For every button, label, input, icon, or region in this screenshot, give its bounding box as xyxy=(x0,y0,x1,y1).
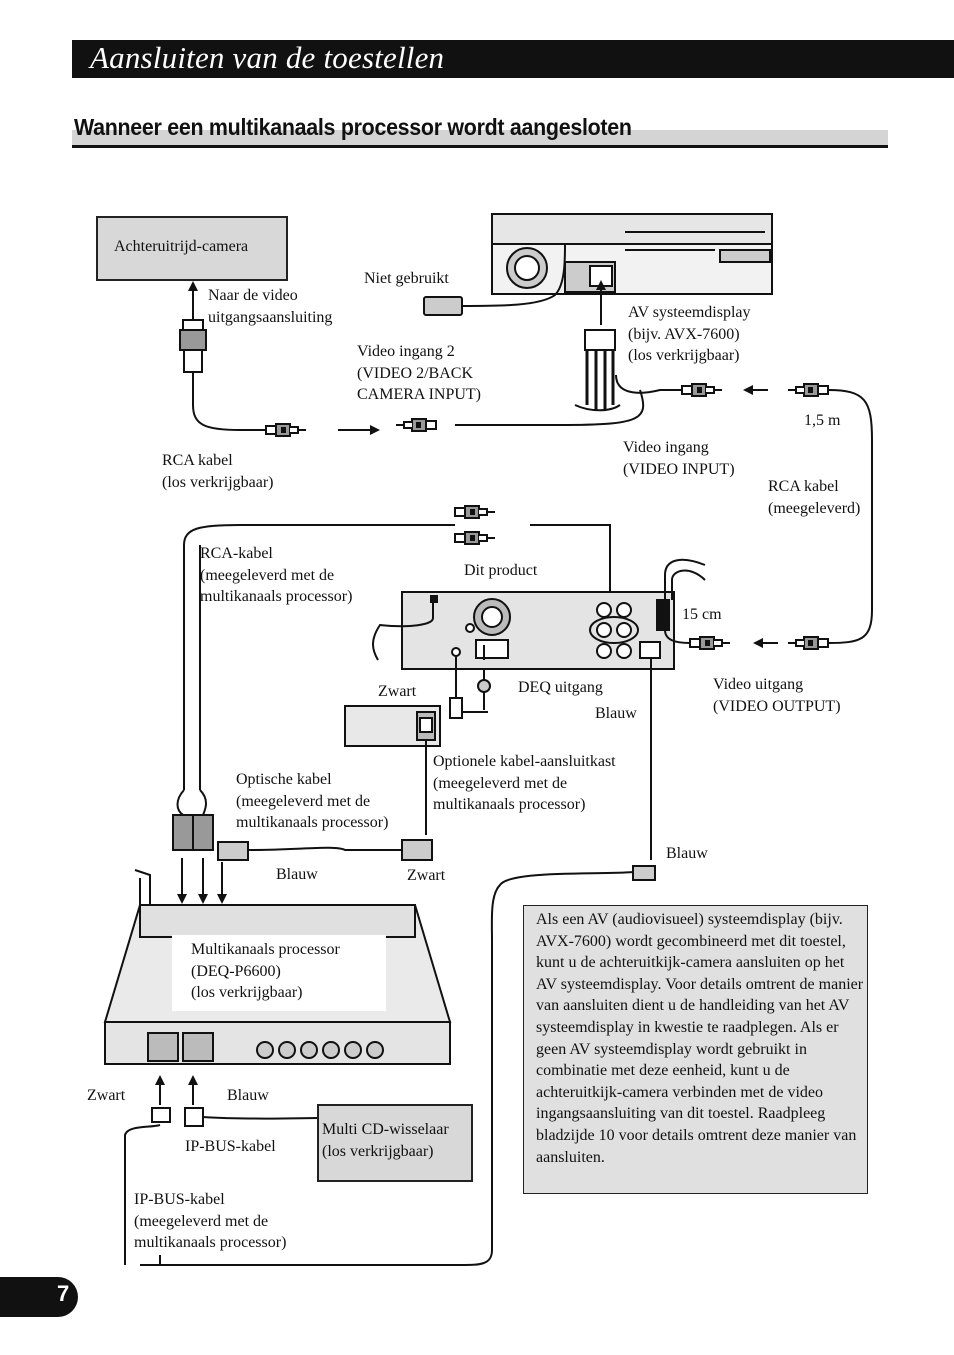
chapter-title: Aansluiten van de toestellen xyxy=(90,40,445,75)
cd-changer-label: Multi CD-wisselaar (los verkrijgbaar) xyxy=(322,1121,449,1160)
this-product-label: Dit product xyxy=(464,562,538,579)
black-label-1: Zwart xyxy=(378,683,417,700)
rca-cable-separate-label: RCA kabel (los verkrijgbaar) xyxy=(162,452,274,491)
video-output-label: Video uitgang (VIDEO OUTPUT) xyxy=(713,676,841,715)
rca-cable-supplied-label: RCA kabel (meegeleverd) xyxy=(768,478,861,517)
blue-label-2: Blauw xyxy=(276,866,318,883)
blue-label-3: Blauw xyxy=(666,845,708,862)
deq-output-label: DEQ uitgang xyxy=(518,679,603,696)
not-used-label: Niet gebruikt xyxy=(364,270,449,287)
chapter-header: Aansluiten van de toestellen xyxy=(72,40,954,78)
rca-cable-processor-label: RCA-kabel (meegeleverd met de multikanaa… xyxy=(200,545,353,605)
processor-label: Multikanaals processor (DEQ-P6600) (los … xyxy=(191,941,340,1001)
black-label-2: Zwart xyxy=(407,867,446,884)
av-display-unit xyxy=(491,213,773,295)
info-note-text: Als een AV (audiovisueel) systeemdisplay… xyxy=(536,911,864,1166)
av-display-label: AV systeemdisplay (bijv. AVX-7600) (los … xyxy=(628,304,751,364)
blue-label-1: Blauw xyxy=(595,705,637,722)
blue-label-4: Blauw xyxy=(227,1087,269,1104)
video-input-label: Video ingang (VIDEO INPUT) xyxy=(623,439,735,478)
optional-junction-box-label: Optionele kabel-aansluitkast (meegelever… xyxy=(433,753,616,813)
length-1-5m-label: 1,5 m xyxy=(804,412,841,429)
camera-box xyxy=(96,216,288,281)
page-number-tab: 7 xyxy=(0,1277,78,1317)
video-output-connection-label: Naar de video uitgangsaansluiting xyxy=(208,287,333,326)
section-heading: Wanneer een multikanaals processor wordt… xyxy=(72,111,888,149)
video-input-2-label: Video ingang 2 (VIDEO 2/BACK CAMERA INPU… xyxy=(357,343,482,403)
page-number: 7 xyxy=(57,1281,70,1306)
black-label-3: Zwart xyxy=(87,1087,126,1104)
info-note: Als een AV (audiovisueel) systeemdisplay… xyxy=(523,905,868,1194)
section-title: Wanneer een multikanaals processor wordt… xyxy=(74,114,632,140)
length-15cm-label: 15 cm xyxy=(682,606,722,623)
optical-cable-label: Optische kabel (meegeleverd met de multi… xyxy=(236,771,389,831)
ipbus-cable-label: IP-BUS-kabel xyxy=(185,1138,276,1155)
main-unit xyxy=(401,591,675,670)
camera-label: Achteruitrijd-camera xyxy=(114,238,249,255)
ipbus-cable-supplied-label: IP-BUS-kabel (meegeleverd met de multika… xyxy=(134,1191,287,1251)
